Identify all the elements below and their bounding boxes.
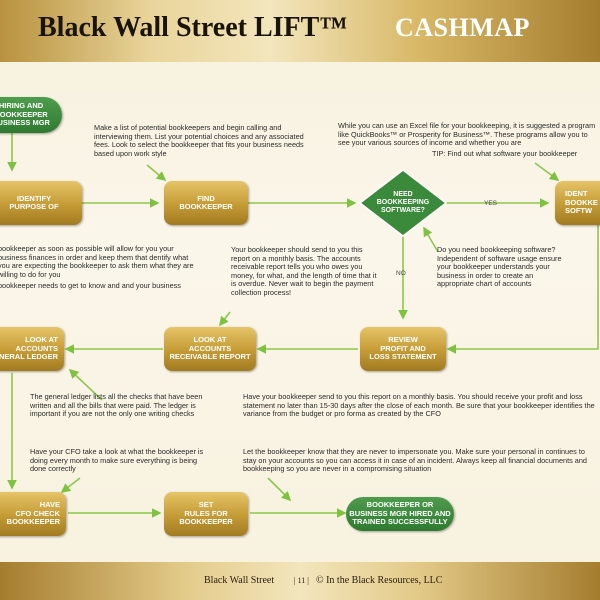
- note-gl: The general ledger lists all the checks …: [30, 392, 203, 419]
- connector-note-gl: [68, 368, 103, 401]
- note-purpose-2: bookkeeper needs to get to know and and …: [0, 281, 181, 290]
- look-gl-box: LOOK ATACCOUNTSGENERAL LEDGER: [0, 327, 64, 371]
- footer-page: | 11 |: [294, 576, 309, 585]
- connector-note-find: [146, 164, 167, 182]
- page-subtitle: CASHMAP: [395, 13, 530, 42]
- footer-banner: Black Wall Street | 11 | © In the Black …: [0, 562, 600, 600]
- footer-right: © In the Black Resources, LLC: [316, 575, 443, 586]
- page-title: Black Wall Street LIFT™: [38, 12, 348, 43]
- connector-note-ar: [219, 311, 231, 327]
- note-software-tip: TIP: Find out what software your bookkee…: [432, 150, 578, 158]
- connector-note-software: [534, 162, 560, 181]
- no-label: NO: [396, 270, 406, 277]
- connector-software-review: [446, 225, 599, 354]
- note-need-software: Do you need bookkeeping software? Indepe…: [437, 245, 562, 289]
- note-ar-report: Your bookkeeper should send to you this …: [231, 245, 377, 297]
- connector-note-cfo: [60, 477, 81, 493]
- note-pl: Have your bookkeeper send to you this re…: [243, 392, 595, 419]
- footer-left: Black Wall Street: [204, 575, 275, 586]
- start-node: HIRING AND BOOKKEEPERBUSINESS MGR: [0, 97, 62, 133]
- note-find-list: Make a list of potential bookkeepers and…: [94, 123, 304, 158]
- yes-label: YES: [484, 200, 498, 207]
- decision-diamond: [358, 169, 448, 237]
- note-purpose-1: bookkeeper as soon as possible will allo…: [0, 244, 194, 279]
- connector-note-end: [267, 477, 292, 502]
- header-banner: Black Wall Street LIFT™ CASHMAP: [0, 0, 600, 62]
- connector-note-diamond: [423, 226, 439, 253]
- note-software-excel: While you can use an Excel file for your…: [338, 121, 596, 148]
- note-rules: Let the bookkeeper know that they are ne…: [243, 447, 587, 474]
- note-cfo: Have your CFO take a look at what the bo…: [30, 447, 204, 474]
